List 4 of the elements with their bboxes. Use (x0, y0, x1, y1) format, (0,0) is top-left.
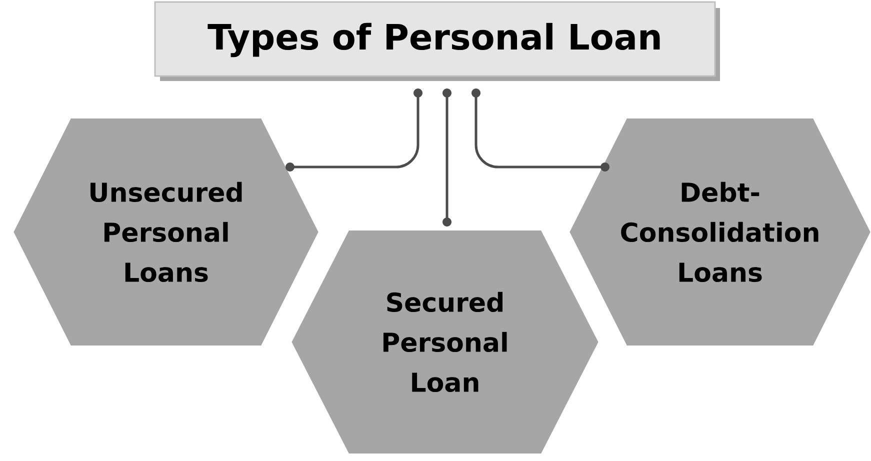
connector (286, 88, 422, 172)
connector (442, 88, 452, 226)
title-box: Types of Personal Loan (154, 1, 720, 81)
connector (472, 88, 610, 172)
